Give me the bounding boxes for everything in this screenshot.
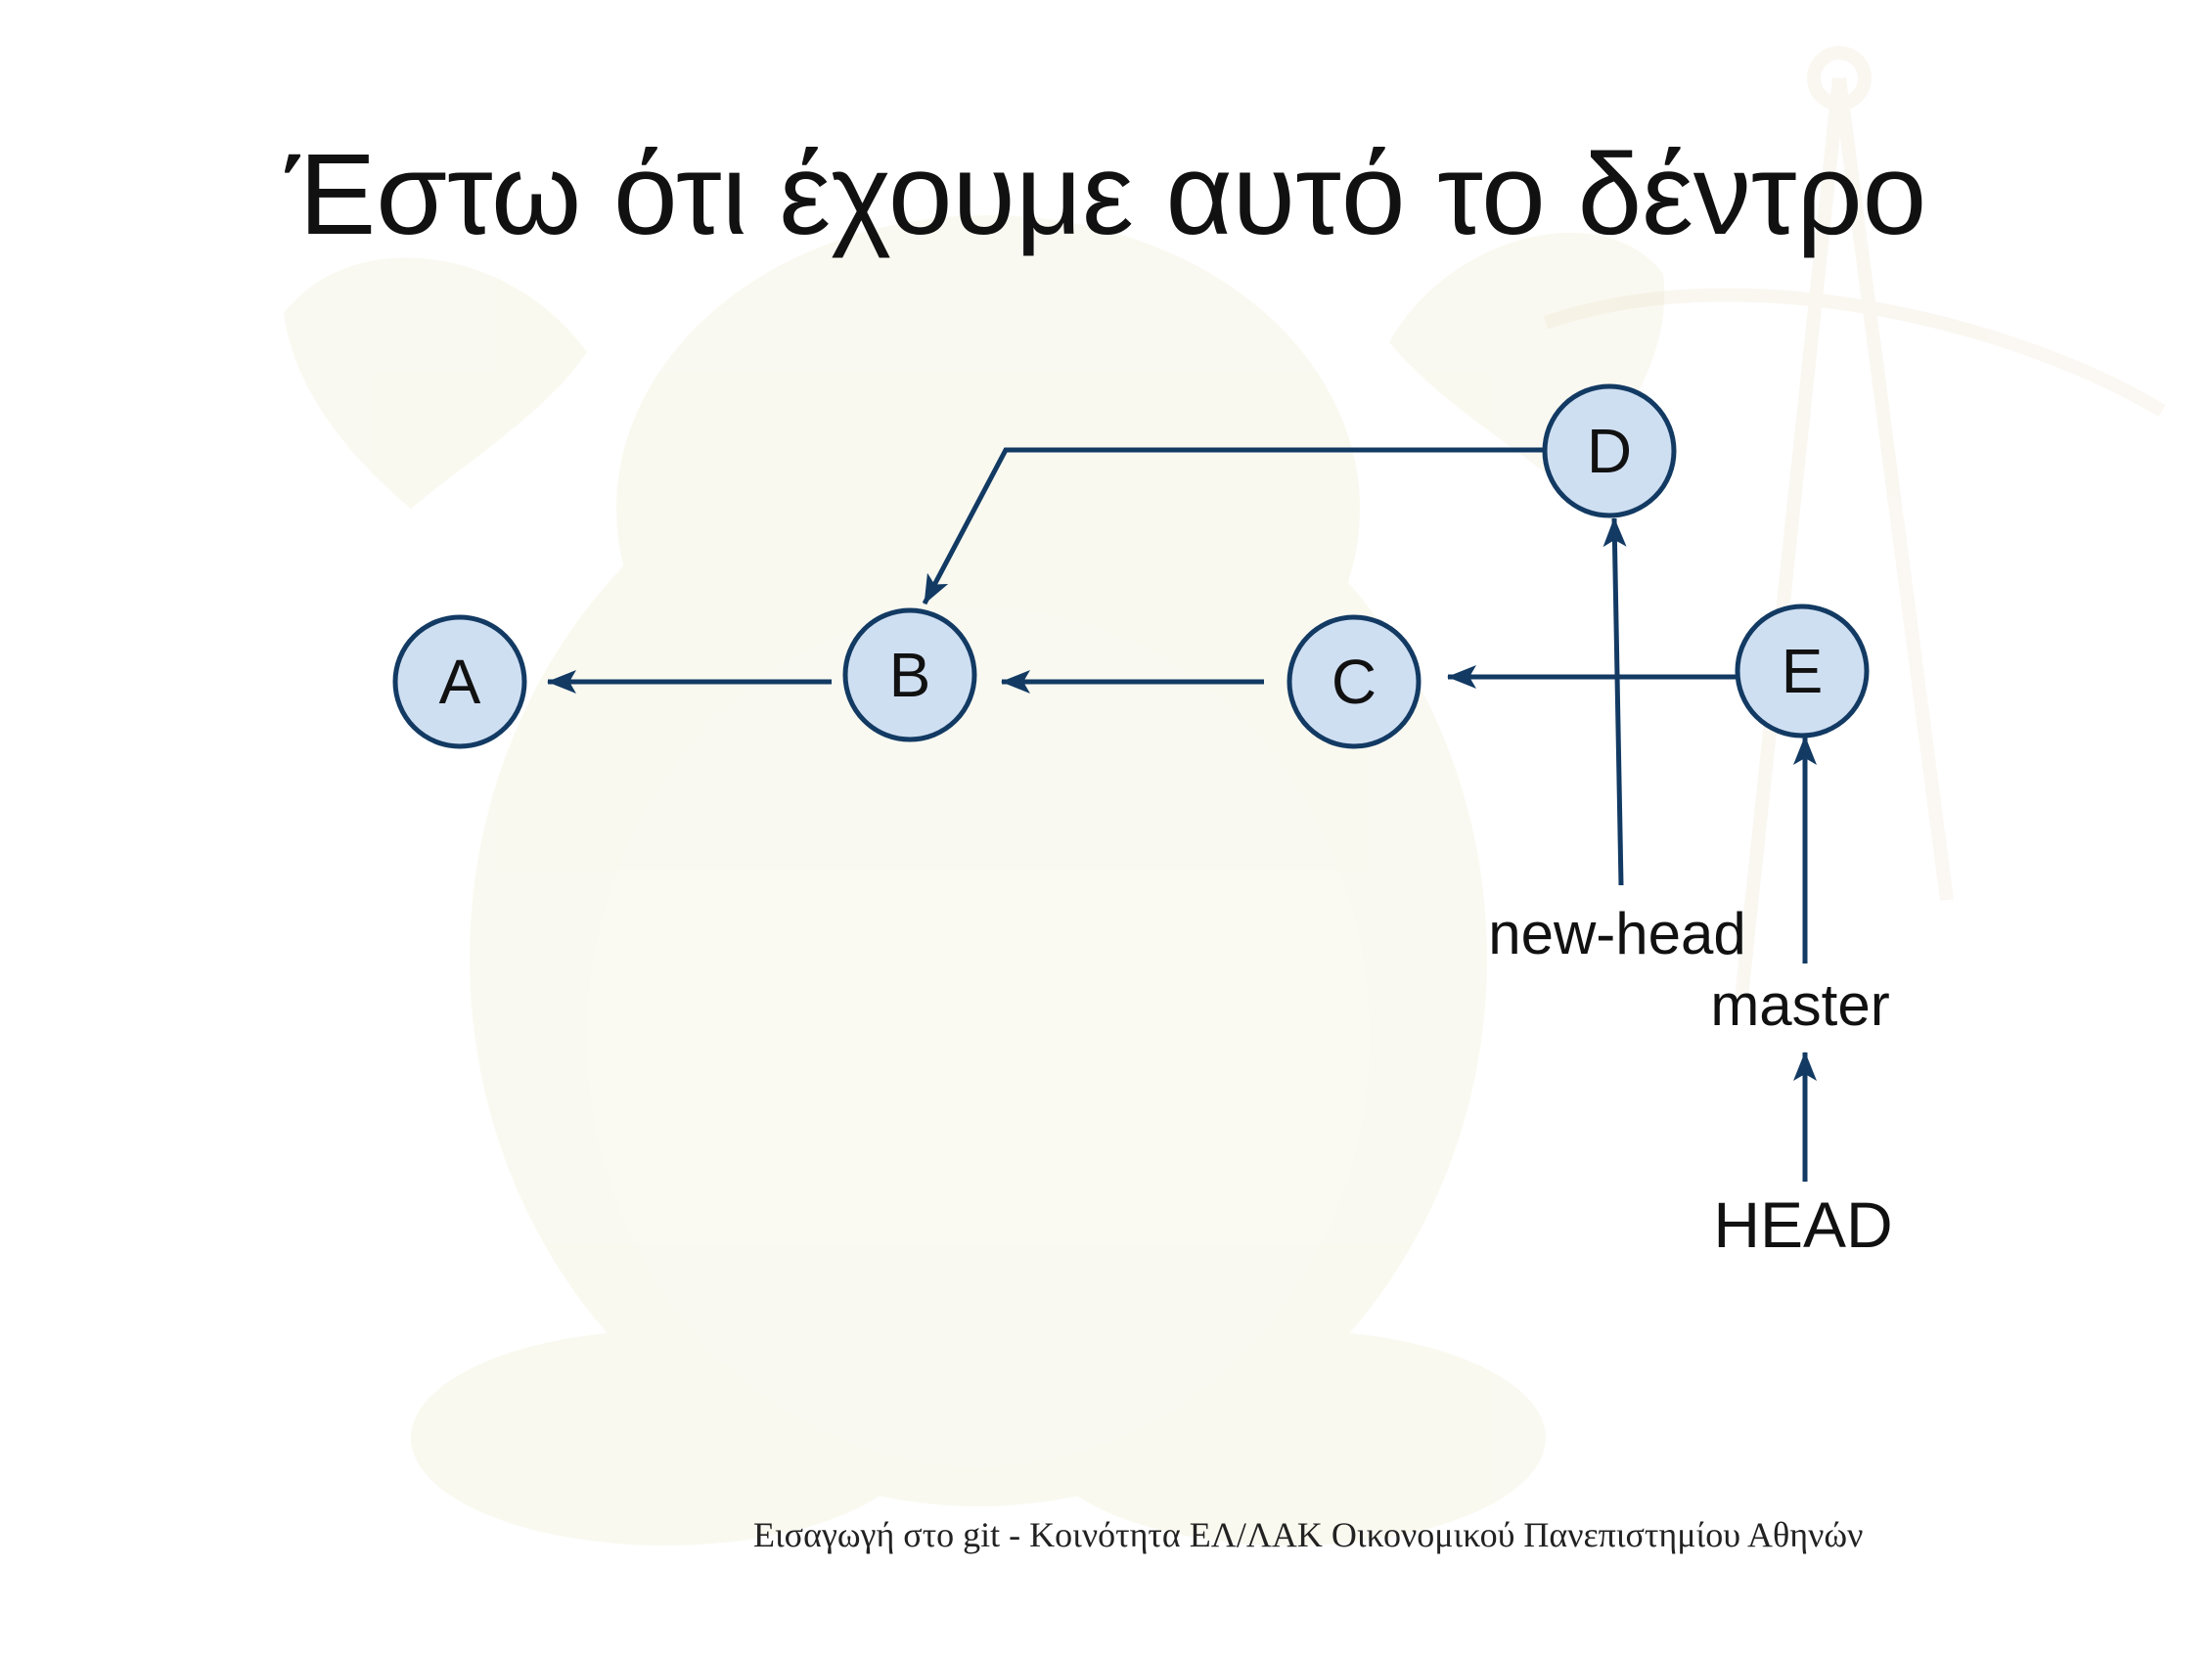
page-title: Έστω ότι έχουμε αυτό το δέντρο <box>285 130 1927 259</box>
commit-node-e-circle <box>1735 604 1870 739</box>
ref-new-head-label: new-head <box>1488 901 1746 966</box>
commit-node-c-circle <box>1287 614 1422 749</box>
commit-node-c: C <box>1287 614 1422 749</box>
commit-node-b-label: B <box>889 640 931 710</box>
commit-node-e-label: E <box>1782 636 1824 706</box>
ref-master-label: master <box>1710 972 1889 1038</box>
edge-new-head-to-d <box>1603 517 1627 886</box>
commit-node-b-circle <box>842 607 977 742</box>
footer-text: Εισαγωγή στο git - Κοινότητα ΕΛ/ΛΑΚ Οικο… <box>753 1515 1864 1554</box>
commit-node-a: A <box>392 614 527 749</box>
commit-node-d: D <box>1542 383 1677 518</box>
commit-node-c-label: C <box>1332 647 1377 717</box>
ref-head-label: HEAD <box>1713 1188 1892 1261</box>
commit-node-e: E <box>1735 604 1870 739</box>
commit-node-a-label: A <box>439 647 481 717</box>
commit-node-d-label: D <box>1587 416 1632 486</box>
commit-node-a-circle <box>392 614 527 749</box>
commit-node-d-circle <box>1542 383 1677 518</box>
commit-node-b: B <box>842 607 977 742</box>
edge-d-to-b <box>922 447 1544 605</box>
